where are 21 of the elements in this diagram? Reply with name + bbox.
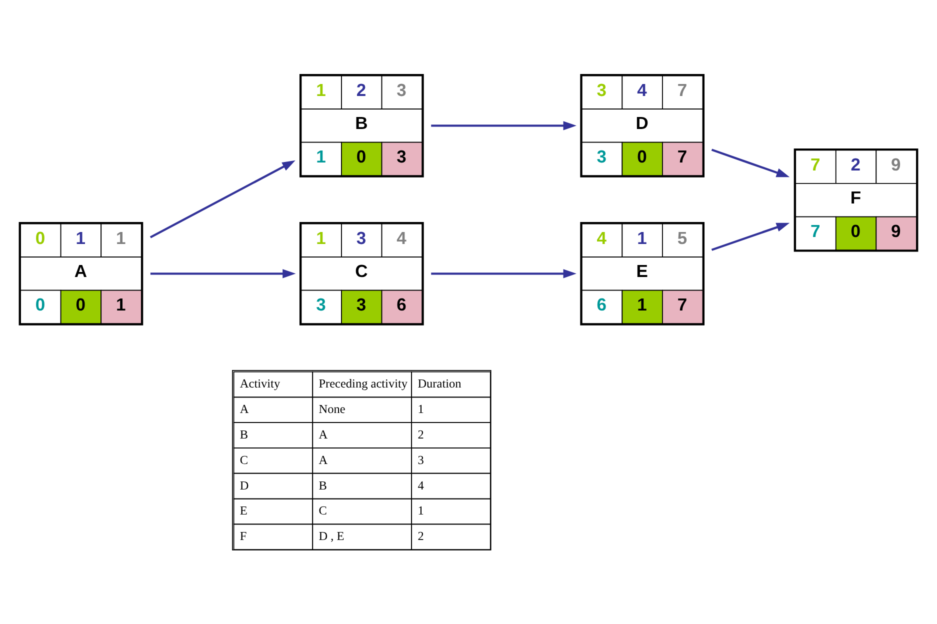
label: 2: [418, 428, 424, 442]
label: Activity: [240, 376, 280, 391]
label: Preceding activity: [318, 376, 408, 391]
label: 2: [418, 529, 424, 544]
label: 1: [418, 402, 424, 416]
label: 3: [418, 452, 424, 467]
label: Duration: [418, 376, 462, 391]
label: None: [318, 402, 346, 416]
label: D , E: [318, 529, 344, 544]
label: B: [240, 428, 248, 442]
label: A: [240, 402, 249, 416]
label: A: [318, 452, 328, 467]
label: C: [240, 452, 248, 467]
label: B: [318, 478, 327, 492]
label: D: [240, 478, 249, 492]
label: E: [240, 504, 248, 518]
label: 1: [418, 504, 424, 518]
label: 4: [418, 478, 424, 492]
label: A: [318, 428, 328, 442]
label: C: [318, 504, 327, 518]
label: F: [240, 529, 247, 544]
